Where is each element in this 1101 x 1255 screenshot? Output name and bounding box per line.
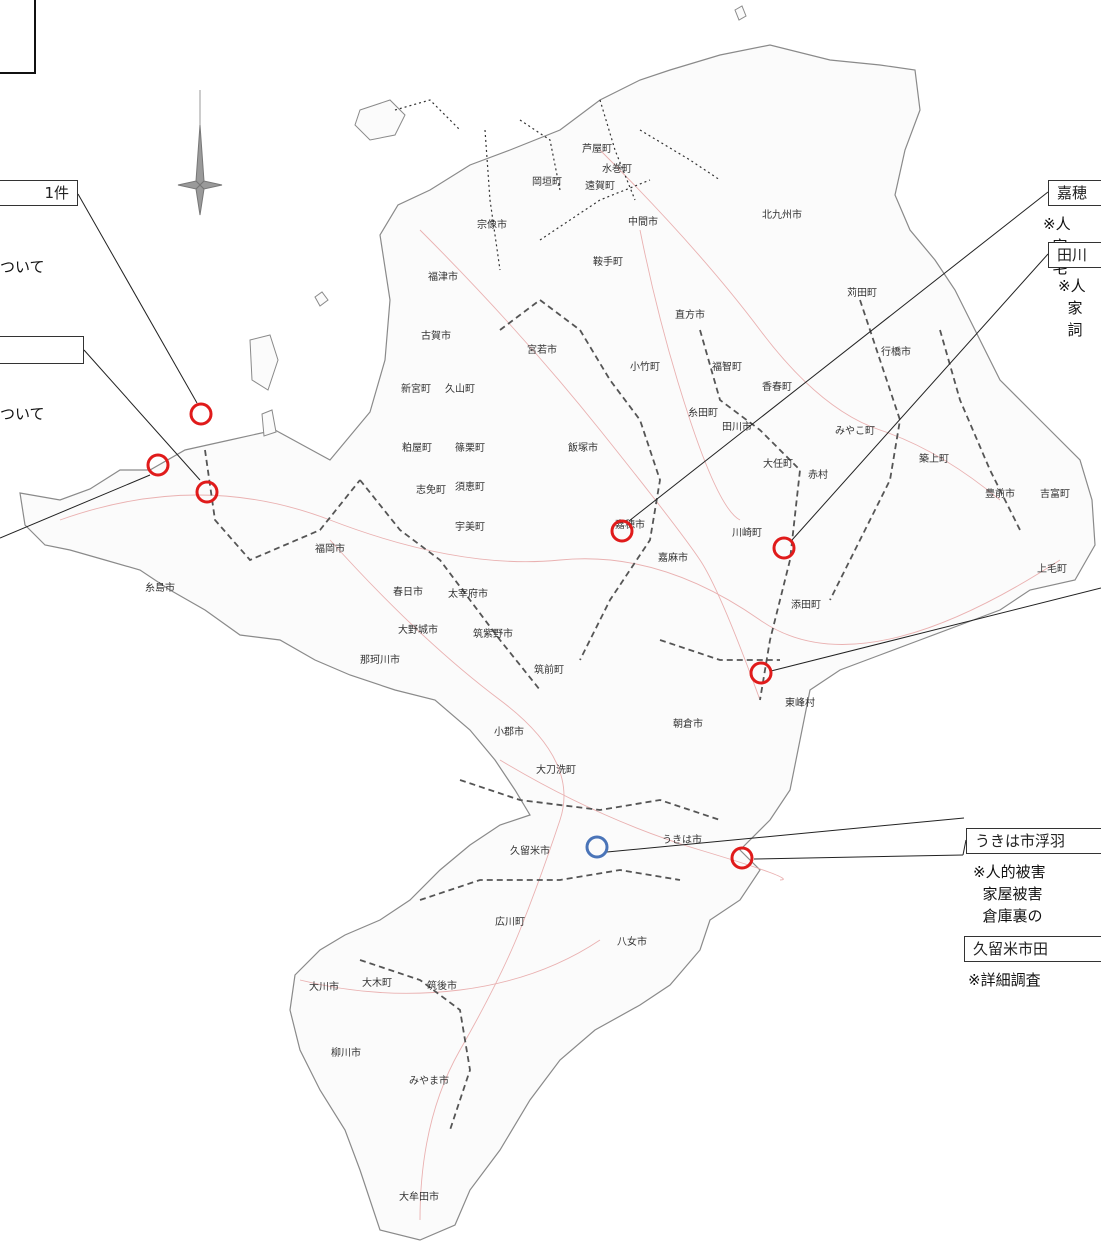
tagawa-note: ※人 家 詞 bbox=[1058, 277, 1086, 339]
city-label: 福智町 bbox=[712, 360, 742, 373]
city-label: 筑前町 bbox=[534, 663, 564, 676]
damage-marker-red[interactable] bbox=[610, 519, 634, 543]
city-label: 大刀洗町 bbox=[536, 763, 576, 776]
dotted-boundaries bbox=[394, 99, 721, 271]
city-label: 糸田町 bbox=[688, 407, 718, 419]
city-label: 遠賀町 bbox=[585, 179, 615, 192]
city-label: 筑紫野市 bbox=[473, 627, 513, 640]
middle-left-label bbox=[0, 336, 84, 364]
city-label: 糸島市 bbox=[145, 581, 175, 594]
damage-marker-red[interactable] bbox=[749, 661, 773, 685]
survey-marker-blue[interactable] bbox=[585, 835, 609, 859]
island bbox=[354, 99, 406, 141]
city-label: 小竹町 bbox=[630, 360, 660, 373]
city-label: 大任町 bbox=[763, 457, 793, 470]
city-label: 田川市 bbox=[722, 420, 752, 433]
prefecture-outline bbox=[19, 44, 1096, 1241]
city-label: 上毛町 bbox=[1037, 563, 1067, 575]
city-label: 香春町 bbox=[762, 381, 792, 393]
island bbox=[249, 334, 279, 391]
city-label: 篠栗町 bbox=[455, 441, 485, 454]
island bbox=[261, 409, 277, 437]
city-label: 宮若市 bbox=[527, 343, 557, 356]
ukiha-note: ※人的被害 家屋被害 倉庫裏の bbox=[973, 863, 1046, 925]
city-label: 大牟田市 bbox=[399, 1190, 439, 1203]
city-label: 粕屋町 bbox=[402, 441, 432, 454]
city-label: うきは市 bbox=[662, 833, 702, 846]
leader-lines bbox=[0, 191, 1101, 860]
city-label: 福津市 bbox=[428, 270, 458, 283]
city-label: 久山町 bbox=[445, 383, 475, 395]
city-label: 行橋市 bbox=[881, 345, 911, 358]
city-label: 八女市 bbox=[617, 935, 647, 948]
city-label: 那珂川市 bbox=[360, 653, 400, 666]
city-label: 芦屋町 bbox=[582, 143, 612, 155]
compass-icon bbox=[177, 90, 223, 216]
city-label: 嘉麻市 bbox=[658, 551, 688, 564]
city-label: 添田町 bbox=[791, 598, 821, 611]
city-label: 大野城市 bbox=[398, 623, 438, 636]
city-label: 朝倉市 bbox=[673, 717, 703, 730]
upper-left-label: 1件 bbox=[0, 180, 78, 206]
kaho-label: 嘉穂 bbox=[1048, 180, 1101, 206]
upper-left-note: ついて bbox=[0, 258, 45, 276]
ukiha-label: うきは市浮羽 bbox=[966, 828, 1101, 854]
city-label: 東峰村 bbox=[785, 696, 815, 709]
city-label: 築上町 bbox=[919, 452, 949, 465]
city-label: 志免町 bbox=[416, 483, 446, 496]
city-label: 広川町 bbox=[495, 915, 525, 928]
city-label: 福岡市 bbox=[315, 542, 345, 555]
city-label: 水巻町 bbox=[602, 163, 632, 175]
damage-marker-red[interactable] bbox=[195, 480, 219, 504]
city-label: 太宰府市 bbox=[448, 587, 488, 600]
city-label: 小郡市 bbox=[494, 725, 524, 738]
city-label: 宇美町 bbox=[455, 520, 485, 533]
city-label: 宗像市 bbox=[477, 218, 507, 231]
roads bbox=[59, 149, 1061, 1221]
city-label: 飯塚市 bbox=[568, 441, 598, 454]
city-label: 赤村 bbox=[808, 468, 828, 481]
damage-marker-red[interactable] bbox=[146, 453, 170, 477]
city-label: 川崎町 bbox=[732, 526, 762, 539]
island bbox=[314, 291, 329, 307]
city-label: 吉富町 bbox=[1040, 487, 1070, 500]
city-label: 豊前市 bbox=[985, 487, 1015, 500]
boundaries bbox=[204, 298, 1021, 1131]
city-label: みやこ町 bbox=[835, 425, 875, 437]
city-label: 筑後市 bbox=[427, 979, 457, 992]
city-label: みやま市 bbox=[409, 1074, 449, 1087]
city-label: 中間市 bbox=[628, 215, 658, 228]
kurume-note: ※詳細調査 bbox=[968, 971, 1041, 989]
city-label: 古賀市 bbox=[421, 329, 451, 342]
header-box bbox=[0, 0, 36, 74]
city-label: 北九州市 bbox=[762, 208, 802, 221]
damage-marker-red[interactable] bbox=[772, 536, 796, 560]
city-label: 柳川市 bbox=[331, 1046, 361, 1059]
city-label: 岡垣町 bbox=[532, 176, 562, 188]
middle-left-note: ついて bbox=[0, 405, 45, 423]
city-label: 久留米市 bbox=[510, 844, 550, 857]
city-label: 新宮町 bbox=[401, 382, 431, 395]
city-label: 直方市 bbox=[675, 308, 705, 321]
damage-marker-red[interactable] bbox=[730, 846, 754, 870]
city-label: 大川市 bbox=[309, 980, 339, 993]
island bbox=[734, 5, 747, 21]
tagawa-label: 田川 bbox=[1048, 242, 1101, 268]
city-label: 鞍手町 bbox=[593, 255, 623, 268]
city-label: 須恵町 bbox=[455, 480, 485, 493]
city-label: 春日市 bbox=[393, 585, 423, 598]
damage-marker-red[interactable] bbox=[189, 402, 213, 426]
city-label: 大木町 bbox=[362, 976, 392, 989]
kurume-label: 久留米市田 bbox=[964, 936, 1101, 962]
city-label: 苅田町 bbox=[847, 286, 877, 299]
